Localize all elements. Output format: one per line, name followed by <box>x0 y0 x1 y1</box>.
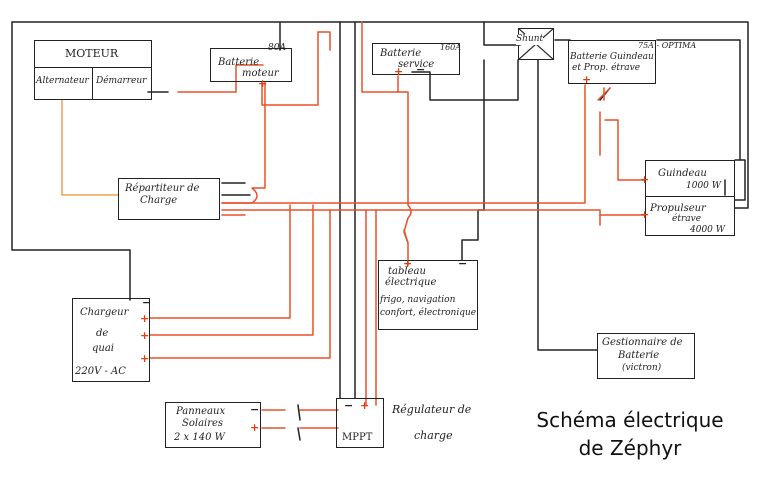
tableau-label1: tableau <box>388 266 426 277</box>
regulateur-label1: Régulateur de <box>392 403 472 416</box>
propulseur-label2: étrave <box>672 214 702 224</box>
mppt-box <box>336 398 384 448</box>
batterie-service-label2: service <box>398 59 435 70</box>
diagram-title-line2: de Zéphyr <box>578 436 682 460</box>
moteur-divider <box>34 67 152 68</box>
demarreur-label: Démarreur <box>96 76 147 86</box>
batterie-moteur-rating: 80A <box>268 43 286 53</box>
guindeau-divider <box>645 196 735 197</box>
propulseur-label3: 4000 W <box>690 225 726 235</box>
panneaux-label3: 2 x 140 W <box>174 432 225 443</box>
propulseur-label1: Propulseur <box>650 203 706 214</box>
switch-marks <box>403 87 611 244</box>
regulateur-label2: charge <box>414 429 453 442</box>
batterie-service-box <box>372 43 460 75</box>
shunt-label: Shunt <box>516 34 544 45</box>
gestionnaire-label2: Batterie <box>618 350 660 361</box>
tableau-positive: + <box>403 257 413 270</box>
repartiteur-label1: Répartiteur de <box>125 183 200 194</box>
panneaux-label2: Solaires <box>182 418 224 429</box>
panneaux-negative: − <box>250 403 260 416</box>
propulseur-positive: + <box>640 208 650 221</box>
guindeau-label1: Guindeau <box>658 168 707 179</box>
moteur-title: MOTEUR <box>65 47 119 60</box>
panneaux-label1: Panneaux <box>176 406 226 417</box>
batterie-service-rating: 160A <box>440 43 462 52</box>
chargeur-box <box>72 298 150 382</box>
guindeau-label2: 1000 W <box>686 181 722 191</box>
chargeur-label3: quai <box>92 343 115 354</box>
batterie-guindeau-positive: + <box>582 73 592 86</box>
gestionnaire-label1: Gestionnaire de <box>602 337 683 348</box>
panneaux-positive: + <box>250 421 260 434</box>
chargeur-negative: − <box>142 296 152 309</box>
batterie-service-label1: Batterie <box>380 48 422 59</box>
moteur-split <box>92 67 93 100</box>
mppt-positive: + <box>360 399 370 412</box>
chargeur-label2: de <box>96 328 109 339</box>
guindeau-positive: + <box>640 173 650 186</box>
batterie-guindeau-rating: 75A - OPTIMA <box>638 41 697 50</box>
repartiteur-label2: Charge <box>140 195 178 206</box>
chargeur-positive-2: + <box>140 329 150 342</box>
chargeur-positive-1: + <box>140 312 150 325</box>
batterie-guindeau-box <box>568 40 656 84</box>
batterie-moteur-positive: + <box>258 77 268 90</box>
batterie-moteur-box <box>210 48 292 82</box>
diagram-title-line1: Schéma électrique <box>536 408 724 432</box>
panneaux-box <box>165 402 261 448</box>
gestionnaire-label3: (victron) <box>622 363 662 373</box>
tableau-label4: confort, électronique <box>380 308 477 318</box>
positive-wires <box>149 21 646 429</box>
chargeur-label4: 220V - AC <box>75 366 126 377</box>
tableau-negative: − <box>458 257 468 270</box>
guindeau-box <box>645 160 735 236</box>
batterie-moteur-label1: Batterie <box>218 57 260 68</box>
tableau-label2: électrique <box>385 277 437 288</box>
tableau-label3: frigo, navigation <box>380 295 456 305</box>
mppt-label: MPPT <box>342 432 373 443</box>
chargeur-positive-3: + <box>140 352 150 365</box>
repartiteur-box <box>118 178 220 220</box>
charge-wires <box>61 99 119 196</box>
batterie-guindeau-label2: et Prop. étrave <box>572 63 641 73</box>
moteur-box <box>34 40 152 100</box>
tableau-box <box>378 260 478 330</box>
mppt-negative: − <box>344 399 354 412</box>
alternateur-label: Alternateur <box>36 76 89 86</box>
chargeur-label1: Chargeur <box>80 307 129 318</box>
gestionnaire-box <box>597 333 695 379</box>
batterie-guindeau-label1: Batterie Guindeau <box>570 52 654 62</box>
batterie-service-positive: + <box>394 65 404 78</box>
batterie-service-negative: − <box>416 63 426 76</box>
batterie-moteur-label2: moteur <box>242 68 279 79</box>
